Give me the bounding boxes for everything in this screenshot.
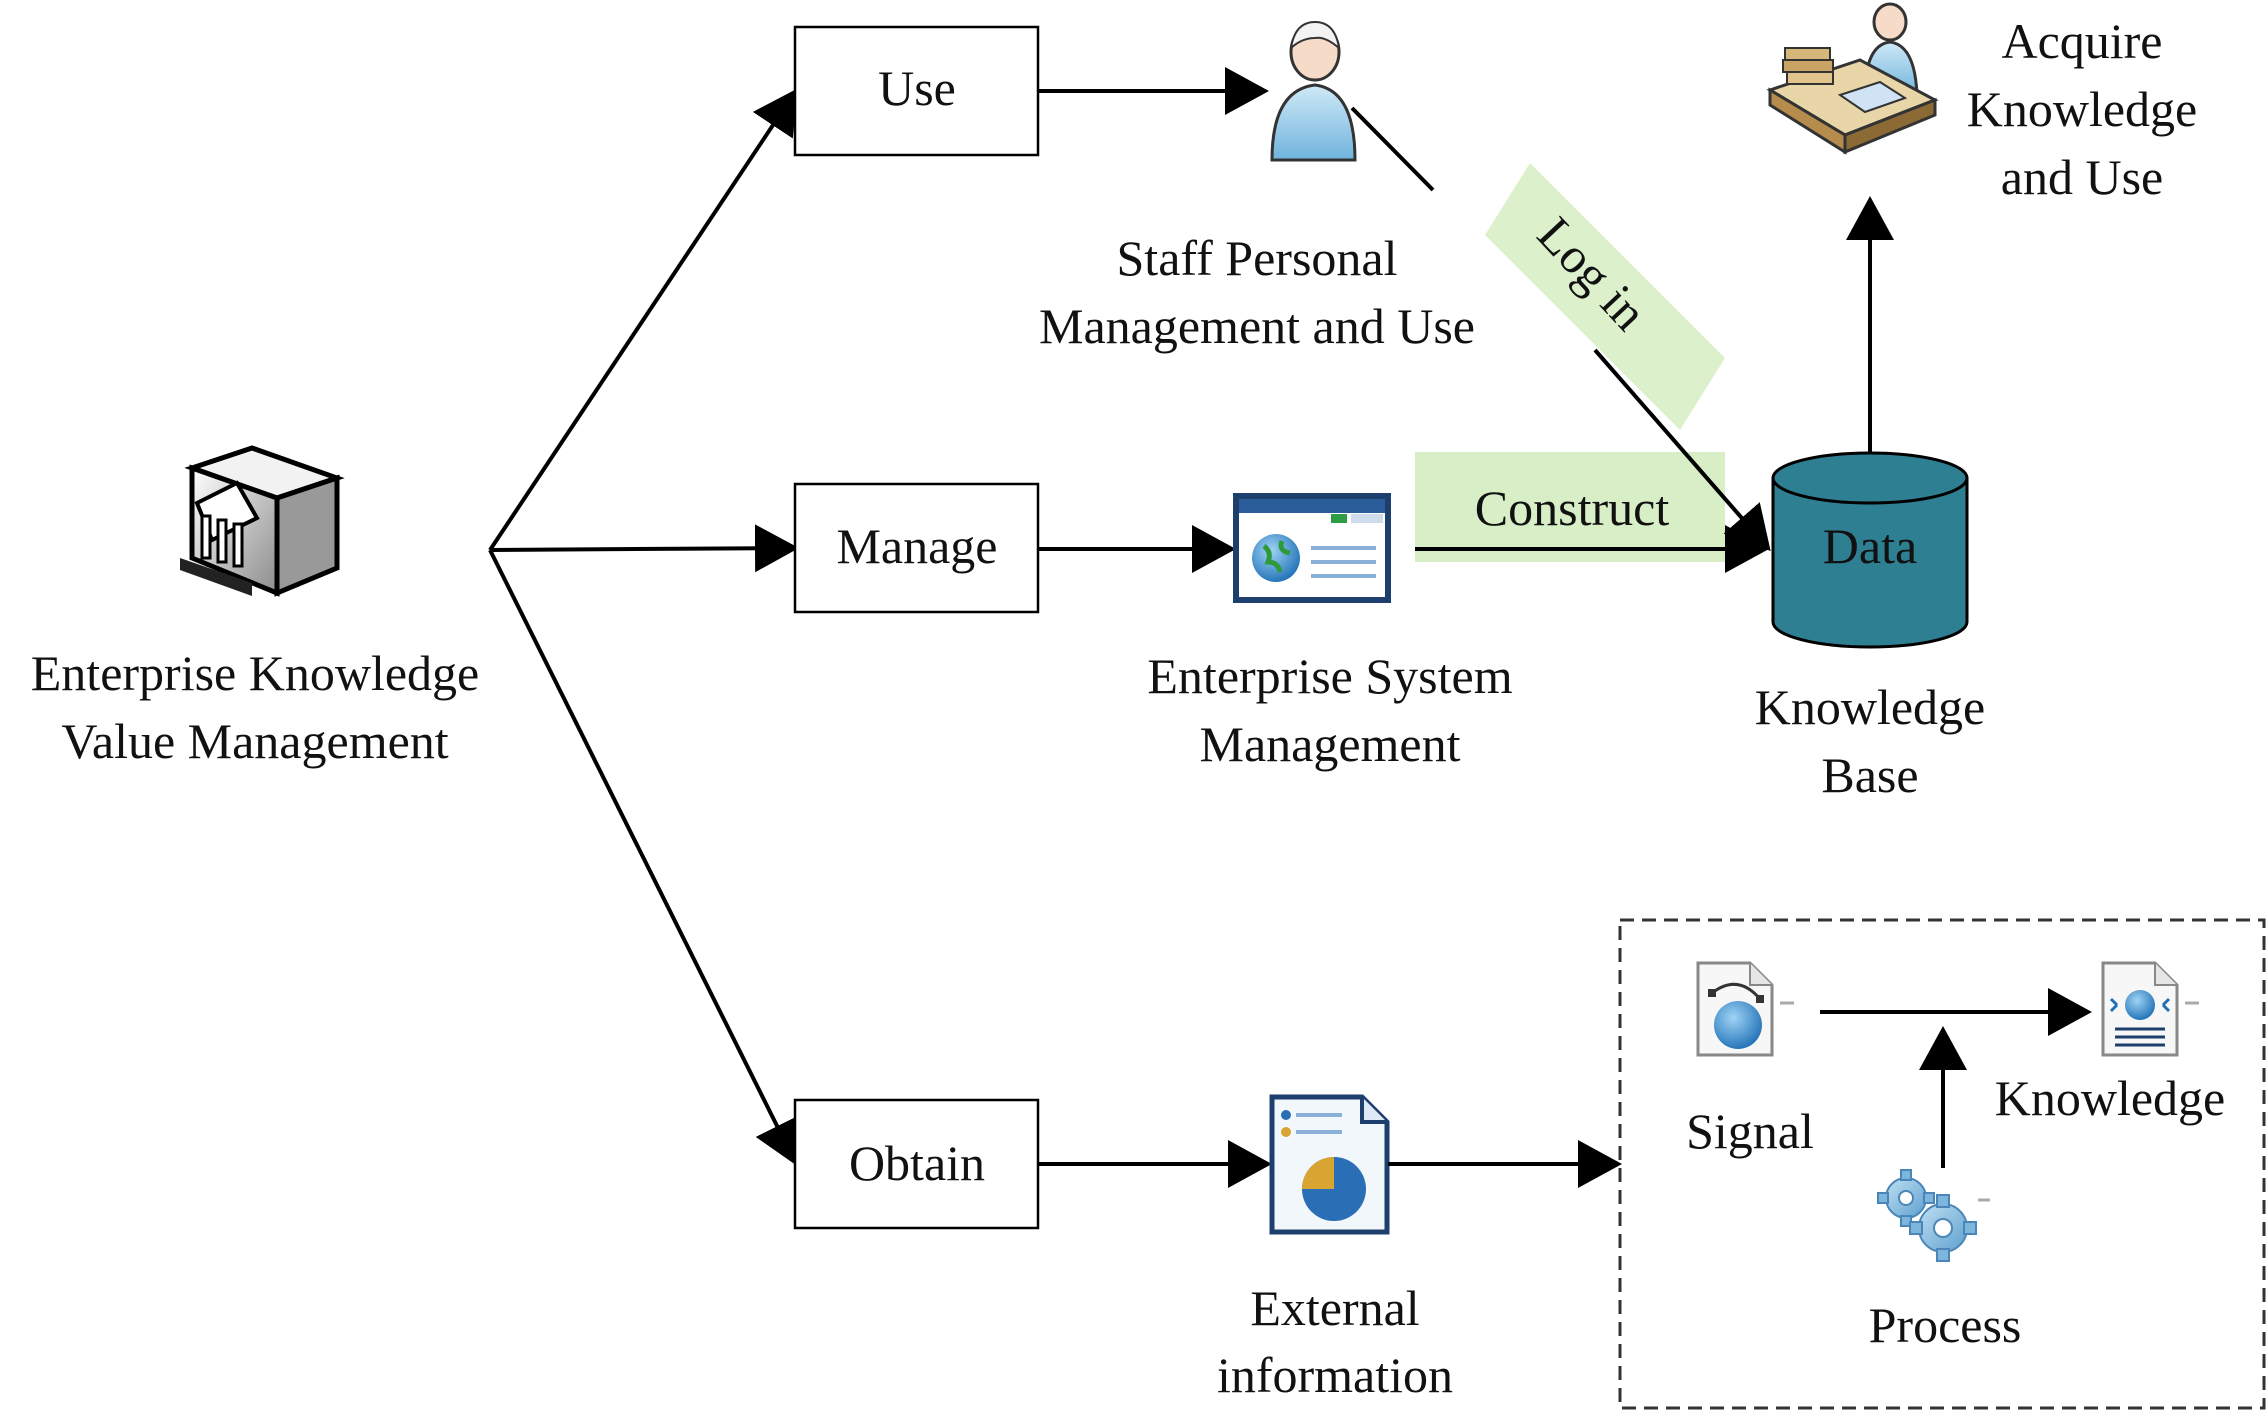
- acquire-label-line3: and Use: [2001, 149, 2163, 205]
- root-label-line2: Value Management: [61, 713, 448, 769]
- login-edge-lower: [1593, 348, 1771, 552]
- login-edge: [1350, 106, 1435, 192]
- knowledge-label: Knowledge: [1995, 1070, 2226, 1126]
- root-edges: [488, 88, 799, 1166]
- vector-document-icon: [1696, 961, 1794, 1057]
- obtain-box: Obtain: [793, 1098, 1040, 1230]
- web-browser-icon: [1233, 493, 1391, 603]
- knowledge-base-db-text: Data: [1823, 518, 1917, 574]
- external-label-line1: External: [1250, 1280, 1419, 1336]
- signal-label: Signal: [1686, 1103, 1814, 1159]
- acquire-label-line2: Knowledge: [1967, 81, 2198, 137]
- use-label: Use: [878, 60, 956, 116]
- process-group-box: [1618, 918, 2266, 1410]
- person-at-desk-icon: [1766, 2, 1939, 155]
- root-label-line1: Enterprise Knowledge: [31, 645, 479, 701]
- web-page-document-icon: [2101, 961, 2199, 1057]
- obtain-label: Obtain: [849, 1135, 985, 1191]
- staff-person-icon: [1270, 20, 1357, 162]
- enterprise-system-label-line2: Management: [1199, 716, 1460, 772]
- process-label: Process: [1869, 1297, 2022, 1353]
- staff-label-line1: Staff Personal: [1117, 230, 1398, 286]
- manage-label: Manage: [836, 518, 997, 574]
- external-label-line2: information: [1217, 1347, 1453, 1403]
- report-document-icon: [1269, 1094, 1390, 1235]
- knowledge-base-label-line2: Base: [1821, 747, 1918, 803]
- knowledge-base-label-line1: Knowledge: [1755, 679, 1986, 735]
- enterprise-building-icon: [180, 445, 345, 597]
- use-box: Use: [793, 25, 1040, 157]
- construct-highlight: [1415, 452, 1725, 562]
- knowledge-base-database-icon: [1771, 451, 1969, 649]
- enterprise-system-label-line1: Enterprise System: [1147, 648, 1512, 704]
- manage-box: Manage: [793, 482, 1040, 614]
- staff-label-line2: Management and Use: [1039, 298, 1475, 354]
- gears-icon: [1877, 1169, 1990, 1262]
- acquire-label-line1: Acquire: [2001, 13, 2162, 69]
- construct-label: Construct: [1475, 480, 1670, 536]
- box-to-icon-edges: [1038, 67, 1272, 1188]
- login-highlight: [1485, 163, 1725, 430]
